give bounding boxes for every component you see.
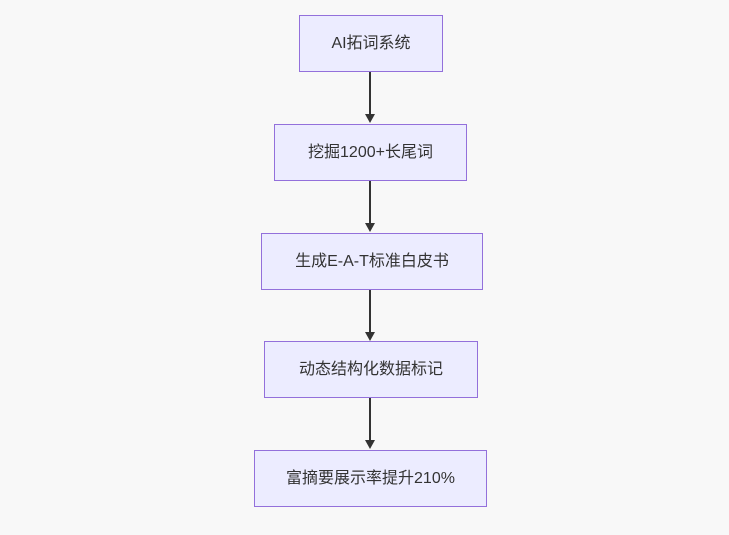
edge-line	[369, 181, 371, 225]
node-label: 动态结构化数据标记	[298, 360, 443, 378]
arrow-down-icon	[365, 223, 375, 232]
node-label: 富摘要展示率提升210%	[286, 469, 455, 487]
flowchart-node-mine-longtail-keywords: 挖掘1200+长尾词	[274, 124, 467, 181]
node-label: AI拓词系统	[331, 34, 411, 52]
flowchart-edge-3	[362, 290, 378, 342]
flowchart-node-ai-word-expansion-system: AI拓词系统	[299, 15, 443, 72]
flowchart-node-dynamic-structured-data-markup: 动态结构化数据标记	[264, 341, 478, 398]
node-label: 生成E-A-T标准白皮书	[295, 252, 449, 270]
flowchart-edge-4	[362, 398, 378, 450]
flowchart-node-generate-eat-whitepaper: 生成E-A-T标准白皮书	[261, 233, 483, 290]
edge-line	[369, 72, 371, 116]
flowchart-node-rich-snippet-rate-increase: 富摘要展示率提升210%	[254, 450, 487, 507]
node-label: 挖掘1200+长尾词	[308, 143, 433, 161]
arrow-down-icon	[365, 332, 375, 341]
arrow-down-icon	[365, 114, 375, 123]
edge-line	[369, 290, 371, 334]
flowchart-edge-2	[362, 181, 378, 233]
arrow-down-icon	[365, 440, 375, 449]
flowchart-edge-1	[362, 72, 378, 124]
edge-line	[369, 398, 371, 442]
